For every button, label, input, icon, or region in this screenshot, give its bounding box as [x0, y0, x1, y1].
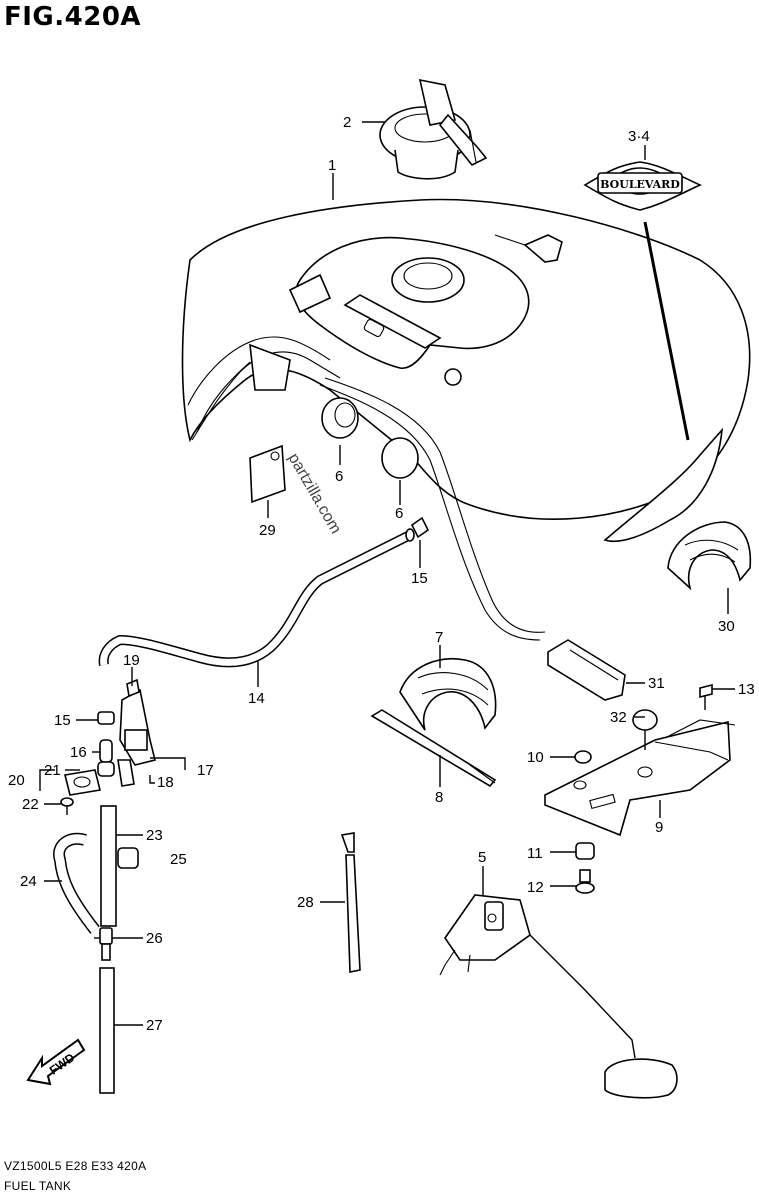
callout-22: 22: [22, 796, 39, 813]
watermark: partzilla.com: [285, 451, 345, 537]
callout-17: 17: [197, 762, 214, 779]
callout-11: 11: [527, 845, 543, 862]
fuel-cap[interactable]: [379, 78, 488, 180]
callout-15a: 15: [411, 570, 428, 587]
callout-31: 31: [648, 675, 665, 692]
callout-6a: 6: [335, 468, 343, 485]
callout-21: 21: [44, 762, 61, 779]
breather-hose[interactable]: [98, 528, 415, 668]
callout-13: 13: [738, 681, 755, 698]
callout-18: 18: [157, 774, 174, 791]
callout-14: 14: [248, 690, 265, 707]
tank-cushion-front[interactable]: [321, 397, 359, 439]
bolt[interactable]: [575, 869, 595, 894]
valve-clip[interactable]: [64, 769, 101, 796]
callout-15b: 15: [54, 712, 71, 729]
bolt-13[interactable]: [699, 683, 713, 710]
callout-5: 5: [478, 849, 486, 866]
callout-9: 9: [655, 819, 663, 836]
callout-12: 12: [527, 879, 544, 896]
callout-24: 24: [20, 873, 37, 890]
rollover-valve[interactable]: [97, 739, 115, 777]
callout-25: 25: [170, 851, 187, 868]
callout-32: 32: [610, 709, 627, 726]
emblem-text: BOULEVARD: [600, 178, 680, 191]
callout-16: 16: [70, 744, 87, 761]
callout-7: 7: [435, 629, 443, 646]
callout-28: 28: [297, 894, 314, 911]
callout-1: 1: [328, 157, 336, 174]
caution-label[interactable]: [249, 444, 286, 504]
cushion-spacer[interactable]: [575, 842, 595, 860]
vent-hose-lower[interactable]: [99, 967, 115, 1094]
figure-description: FUEL TANK: [4, 1179, 72, 1193]
callout-2: 2: [343, 114, 351, 131]
strap[interactable]: [340, 832, 361, 973]
callout-3-4: 3·4: [628, 128, 650, 145]
hose-clamp-lower[interactable]: [97, 711, 115, 725]
callout-labels: 2 1 3·4 6 6 29 15 30 7 31 13 14 32 10 8 …: [8, 114, 755, 1034]
fuel-level-gauge[interactable]: [439, 894, 678, 1099]
emblem[interactable]: BOULEVARD: [583, 161, 702, 441]
callout-26: 26: [146, 930, 163, 947]
callout-30: 30: [718, 618, 735, 635]
three-way-joint[interactable]: [94, 927, 113, 961]
callout-29: 29: [259, 522, 276, 539]
vent-hose-upper[interactable]: [100, 805, 117, 927]
leader-lines: [39, 121, 735, 1026]
tank-front-cushion[interactable]: [399, 658, 497, 731]
forward-arrow-icon: FWD: [26, 1038, 86, 1086]
fuel-tank[interactable]: [181, 198, 751, 641]
hose-plug[interactable]: [117, 847, 139, 869]
damper-cushion[interactable]: [632, 709, 658, 750]
valve-bracket[interactable]: [117, 678, 156, 787]
callout-6b: 6: [395, 505, 403, 522]
callout-19: 19: [123, 652, 140, 669]
tank-cushion-rear[interactable]: [381, 437, 419, 479]
fastener-band[interactable]: [370, 709, 497, 788]
screw[interactable]: [60, 797, 74, 815]
tank-rear-cushion[interactable]: [667, 521, 752, 591]
callout-23: 23: [146, 827, 163, 844]
callout-10: 10: [527, 749, 544, 766]
drain-hose[interactable]: [53, 832, 100, 934]
callout-8: 8: [435, 789, 443, 806]
callout-20: 20: [8, 772, 25, 789]
callout-27: 27: [146, 1017, 163, 1034]
figure-title: FIG.420A: [4, 2, 142, 32]
washer[interactable]: [574, 750, 592, 764]
model-code: VZ1500L5 E28 E33 420A: [4, 1159, 147, 1173]
tank-pad[interactable]: [547, 639, 626, 701]
hose-clamp-upper[interactable]: [410, 516, 430, 539]
tank-rear-bracket[interactable]: [544, 719, 736, 837]
